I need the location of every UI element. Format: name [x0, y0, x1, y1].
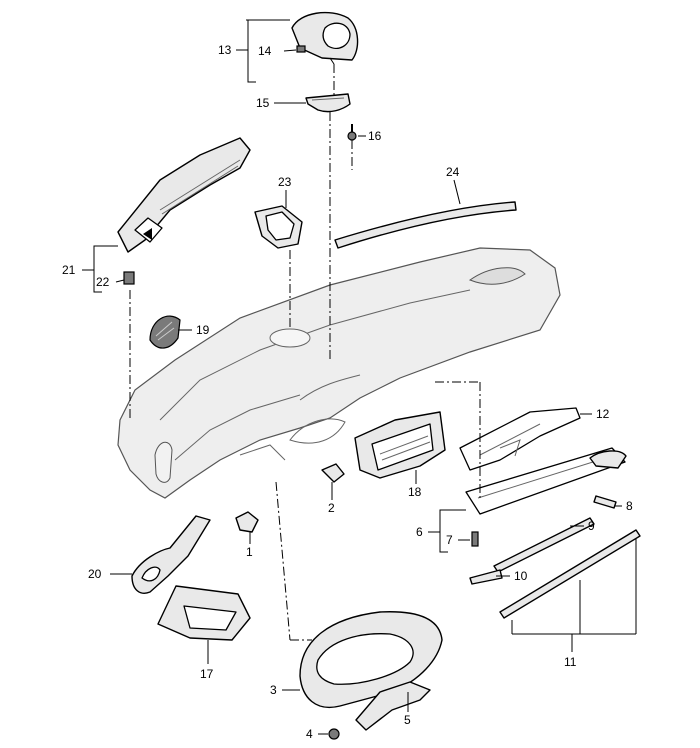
callout-15: 15: [256, 96, 270, 110]
callout-1: 1: [246, 545, 253, 559]
callout-leaders: [82, 19, 637, 735]
callout-19: 19: [196, 323, 210, 337]
part-16-screw: [347, 124, 357, 141]
callout-13: 13: [218, 43, 232, 57]
part-11-rod: [499, 529, 641, 619]
part-18-center-vent: [354, 411, 446, 479]
part-24-strip: [334, 201, 517, 249]
callout-3: 3: [270, 683, 277, 697]
part-15-bracket: [305, 93, 351, 113]
callout-17: 17: [200, 667, 214, 681]
part-14-clip: [296, 45, 306, 53]
callout-23: 23: [278, 175, 292, 189]
callout-labels: 13 14 15 16 23 24 21 22 19 12 18 2 8 6 9…: [62, 43, 633, 741]
callout-20: 20: [88, 567, 102, 581]
callout-16: 16: [368, 129, 382, 143]
part-10-rod: [469, 569, 503, 585]
part-23-bezel: [254, 205, 303, 249]
part-19-vent: [149, 315, 181, 349]
part-21-side-trim: [117, 137, 251, 253]
part-22-clip: [123, 271, 135, 285]
part-4-screw: [328, 728, 340, 740]
callout-8: 8: [626, 499, 633, 513]
callout-5: 5: [404, 713, 411, 727]
assembly-guide-lines: [129, 64, 481, 641]
part-1-knob: [235, 511, 259, 533]
callout-7: 7: [446, 533, 453, 547]
dashboard-panel: [117, 247, 561, 499]
callout-6: 6: [416, 525, 423, 539]
callout-22: 22: [96, 275, 110, 289]
callout-2: 2: [328, 501, 335, 515]
part-20-duct: [131, 515, 211, 594]
part-2-knob: [321, 463, 345, 483]
callout-14: 14: [258, 44, 272, 58]
part-13-instrument-shroud: [291, 11, 359, 65]
callout-4: 4: [306, 727, 313, 741]
part-6-crossmember: [465, 447, 627, 515]
callout-11: 11: [564, 655, 577, 669]
callout-12: 12: [596, 407, 610, 421]
callout-9: 9: [588, 519, 595, 533]
part-8-rod: [593, 495, 617, 509]
part-17-vent-box: [157, 585, 251, 641]
part-7-bolt: [471, 531, 479, 547]
part-5-bracket: [355, 681, 431, 731]
part-9-rod: [493, 517, 595, 573]
callout-18: 18: [408, 485, 422, 499]
callout-10: 10: [514, 569, 528, 583]
callout-21: 21: [62, 263, 76, 277]
part-12-bracket: [459, 407, 581, 471]
callout-24: 24: [446, 165, 460, 179]
